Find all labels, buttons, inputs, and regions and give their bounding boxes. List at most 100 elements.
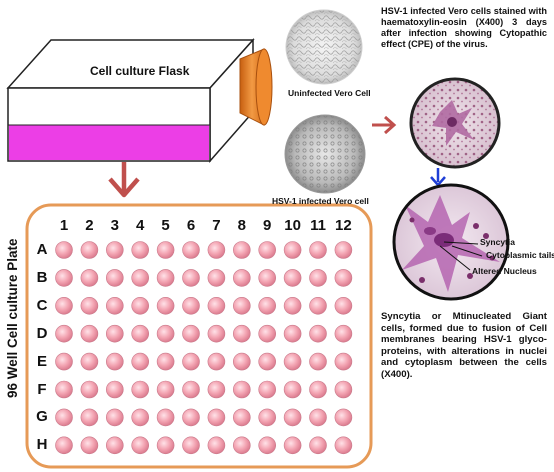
well [334,352,353,371]
flask-label: Cell culture Flask [90,64,190,78]
well [55,352,73,371]
well [80,380,99,399]
well [131,408,149,427]
well [80,269,99,287]
well [80,241,99,259]
well [283,296,302,315]
well [55,380,73,399]
well [156,296,175,315]
well [80,324,99,343]
well [309,269,327,287]
well [258,408,277,427]
well [334,269,353,287]
well [207,380,226,399]
row-label: H [36,436,48,454]
well [233,380,251,399]
row-label: G [36,408,48,426]
well [207,296,226,315]
well [233,436,251,455]
column-label: 10 [284,217,301,234]
infected-micrograph-label: HSV-1 infected Vero cell [272,196,369,206]
well [207,324,226,343]
well [182,241,200,259]
well [156,324,175,343]
cytoplasmic-tails-label: Cytoplasmic tails [486,250,554,260]
well [233,241,251,259]
well [106,296,124,315]
well [207,436,226,455]
well [207,408,226,427]
well [309,408,327,427]
well [309,296,327,315]
row-label: E [36,352,47,370]
column-label: 4 [136,217,145,234]
well [182,352,200,371]
stain-description: HSV-1 infected Vero cells stained with h… [381,6,547,49]
well [156,380,175,399]
well [334,241,353,259]
well [182,296,200,315]
well [131,380,149,399]
well [233,296,251,315]
well [106,380,124,399]
well [182,324,200,343]
well [207,352,226,371]
well [233,269,251,287]
row-label: B [36,268,48,286]
well [283,408,302,427]
cell-culture-flask [6,38,273,163]
well [156,436,175,455]
well [106,352,124,371]
well [156,241,175,259]
column-label: 9 [263,217,272,234]
well [283,380,302,399]
well [55,241,73,259]
syncytia-description: Syncytia or Mtinucleated Giant cells, fo… [381,311,547,380]
column-label: 1 [59,217,69,234]
well [131,296,149,315]
well [309,352,327,371]
flask-to-plate-arrow [108,162,140,198]
well [106,269,124,287]
well [309,380,327,399]
well [80,436,99,455]
well [156,269,175,287]
well [258,352,277,371]
row-label: C [36,296,48,314]
well [334,436,353,455]
well [334,380,353,399]
well [106,324,124,343]
well [182,380,200,399]
altered-nucleus-label: Altered Nucleus [472,266,537,276]
well [207,269,226,287]
syncytia-label: Syncytia [480,237,515,247]
well [258,436,277,455]
uninfected-micrograph-label: Uninfected Vero Cell [288,88,371,98]
well [80,408,99,427]
well [258,241,277,259]
well [55,436,73,455]
well [55,296,73,315]
well [258,269,277,287]
well [258,296,277,315]
column-label: 6 [186,217,196,234]
well [131,241,149,259]
row-label: D [36,324,48,342]
uninfected-micrograph [285,9,363,85]
well [283,269,302,287]
well [55,324,73,343]
well [80,296,99,315]
well [106,436,124,455]
well [80,352,99,371]
stain-to-syncytia-arrow [430,168,446,187]
infected-micrograph [284,114,366,194]
well [258,324,277,343]
well [182,269,200,287]
well [309,241,327,259]
column-label: 5 [161,217,170,234]
row-label: F [37,380,47,398]
plate-title: 96 Well Cell culture Plate [5,238,20,398]
well [258,380,277,399]
row-label: A [36,241,48,258]
well [182,436,200,455]
